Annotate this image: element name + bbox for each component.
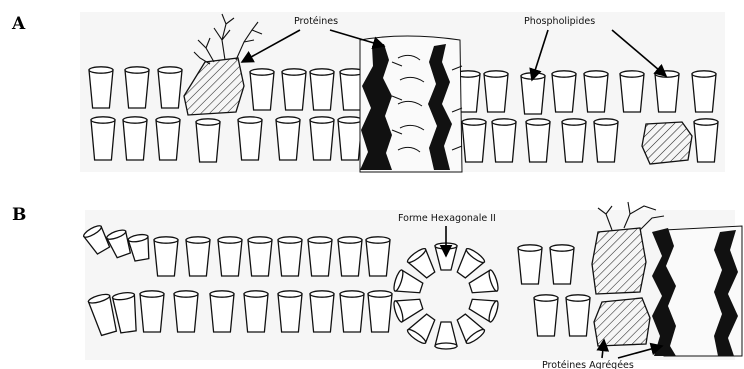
phospholipid-cup bbox=[492, 119, 516, 162]
label-aggregated: Protéines Agrégées bbox=[542, 360, 634, 369]
phospholipid-cup bbox=[123, 117, 147, 160]
phospholipid-cup bbox=[562, 119, 586, 162]
phospholipid-cup bbox=[196, 119, 220, 162]
phospholipid-cup bbox=[218, 237, 242, 276]
phospholipid-cup bbox=[552, 71, 576, 112]
panel-b-channel-protein bbox=[652, 226, 742, 356]
phospholipid-cup bbox=[338, 237, 362, 276]
phospholipid-cup bbox=[186, 237, 210, 276]
phospholipid-cup bbox=[91, 117, 115, 160]
phospholipid-cup bbox=[484, 71, 508, 112]
label-phospholipids: Phospholipides bbox=[524, 16, 595, 27]
phospholipid-cup bbox=[282, 69, 306, 110]
phospholipid-cup bbox=[276, 117, 300, 160]
phospholipid-cup bbox=[248, 237, 272, 276]
phospholipid-cup bbox=[310, 117, 334, 160]
phospholipid-cup bbox=[308, 237, 332, 276]
phospholipid-cup bbox=[550, 245, 574, 284]
phospholipid-cup bbox=[518, 245, 542, 284]
phospholipid-cup bbox=[278, 291, 302, 332]
phospholipid-cup bbox=[566, 295, 590, 336]
phospholipid-cup bbox=[158, 67, 182, 108]
phospholipid-cup bbox=[140, 291, 164, 332]
phospholipid-cup bbox=[156, 117, 180, 160]
phospholipid-cup bbox=[89, 67, 113, 108]
phospholipid-cup bbox=[594, 119, 618, 162]
phospholipid-cup bbox=[366, 237, 390, 276]
phospholipid-cup bbox=[125, 67, 149, 108]
phospholipid-cup bbox=[250, 69, 274, 110]
phospholipid-cup bbox=[278, 237, 302, 276]
phospholipid-cup bbox=[154, 237, 178, 276]
phospholipid-cup bbox=[310, 69, 334, 110]
phospholipid-cup bbox=[462, 119, 486, 162]
phospholipid-cup bbox=[338, 117, 362, 160]
phospholipid-cup bbox=[310, 291, 334, 332]
phospholipid-cup bbox=[620, 71, 644, 112]
label-proteins: Protéines bbox=[294, 16, 338, 27]
phospholipid-cup bbox=[368, 291, 392, 332]
phospholipid-cup bbox=[655, 71, 679, 112]
phospholipid-cup bbox=[174, 291, 198, 332]
phospholipid-cup bbox=[210, 291, 234, 332]
phospholipid-cup bbox=[238, 117, 262, 160]
phospholipid-cup bbox=[534, 295, 558, 336]
phospholipid-cup bbox=[526, 119, 550, 162]
phospholipid-cup bbox=[584, 71, 608, 112]
phospholipid-cup bbox=[340, 291, 364, 332]
label-hexagonal: Forme Hexagonale II bbox=[398, 213, 496, 224]
phospholipid-cup bbox=[694, 119, 718, 162]
phospholipid-cup bbox=[244, 291, 268, 332]
phospholipid-cup bbox=[692, 71, 716, 112]
panel-a-channel-protein bbox=[360, 36, 462, 172]
panel-a-hatched-protein-small bbox=[642, 122, 692, 164]
